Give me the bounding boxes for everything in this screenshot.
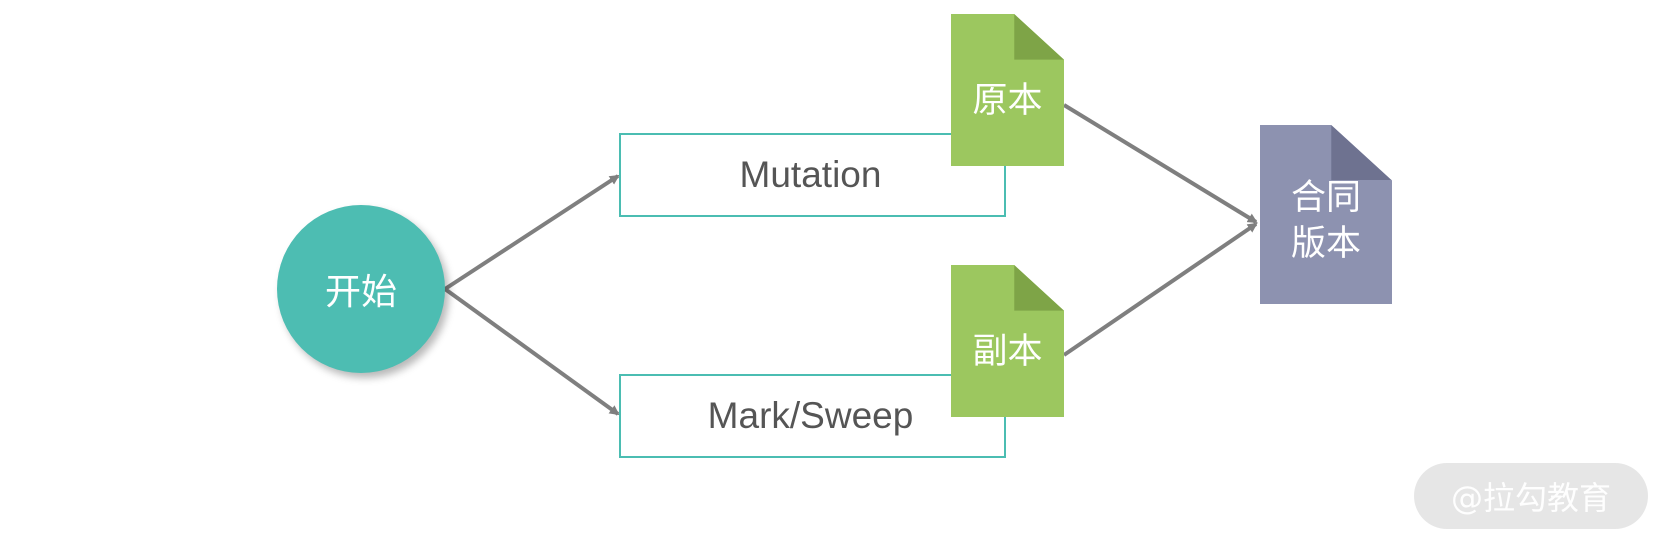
arrow-original-to-merged: [1062, 103, 1258, 224]
arrow-copy-to-merged: [1062, 222, 1258, 357]
process-box-mark-sweep: Mark/Sweep: [619, 374, 1006, 458]
process-box-mutation: Mutation: [619, 133, 1006, 217]
watermark-badge: @拉勾教育: [1414, 463, 1648, 529]
process-label-mark-sweep: Mark/Sweep: [707, 395, 914, 436]
document-merged-label: 合同 版本: [1291, 176, 1361, 267]
document-merged-label-line2: 版本: [1290, 223, 1361, 264]
arrow-start-to-mutation: [443, 174, 620, 291]
start-node: 开始: [277, 205, 445, 373]
arrow-start-to-mark-sweep: [443, 287, 620, 416]
watermark-text: @拉勾教育: [1450, 479, 1611, 517]
document-original-label: 原本: [972, 81, 1043, 122]
document-merged-label-line1: 合同: [1290, 178, 1361, 218]
document-copy-label: 副本: [972, 332, 1043, 373]
process-label-mutation: Mutation: [739, 154, 882, 195]
start-node-label: 开始: [324, 272, 397, 313]
